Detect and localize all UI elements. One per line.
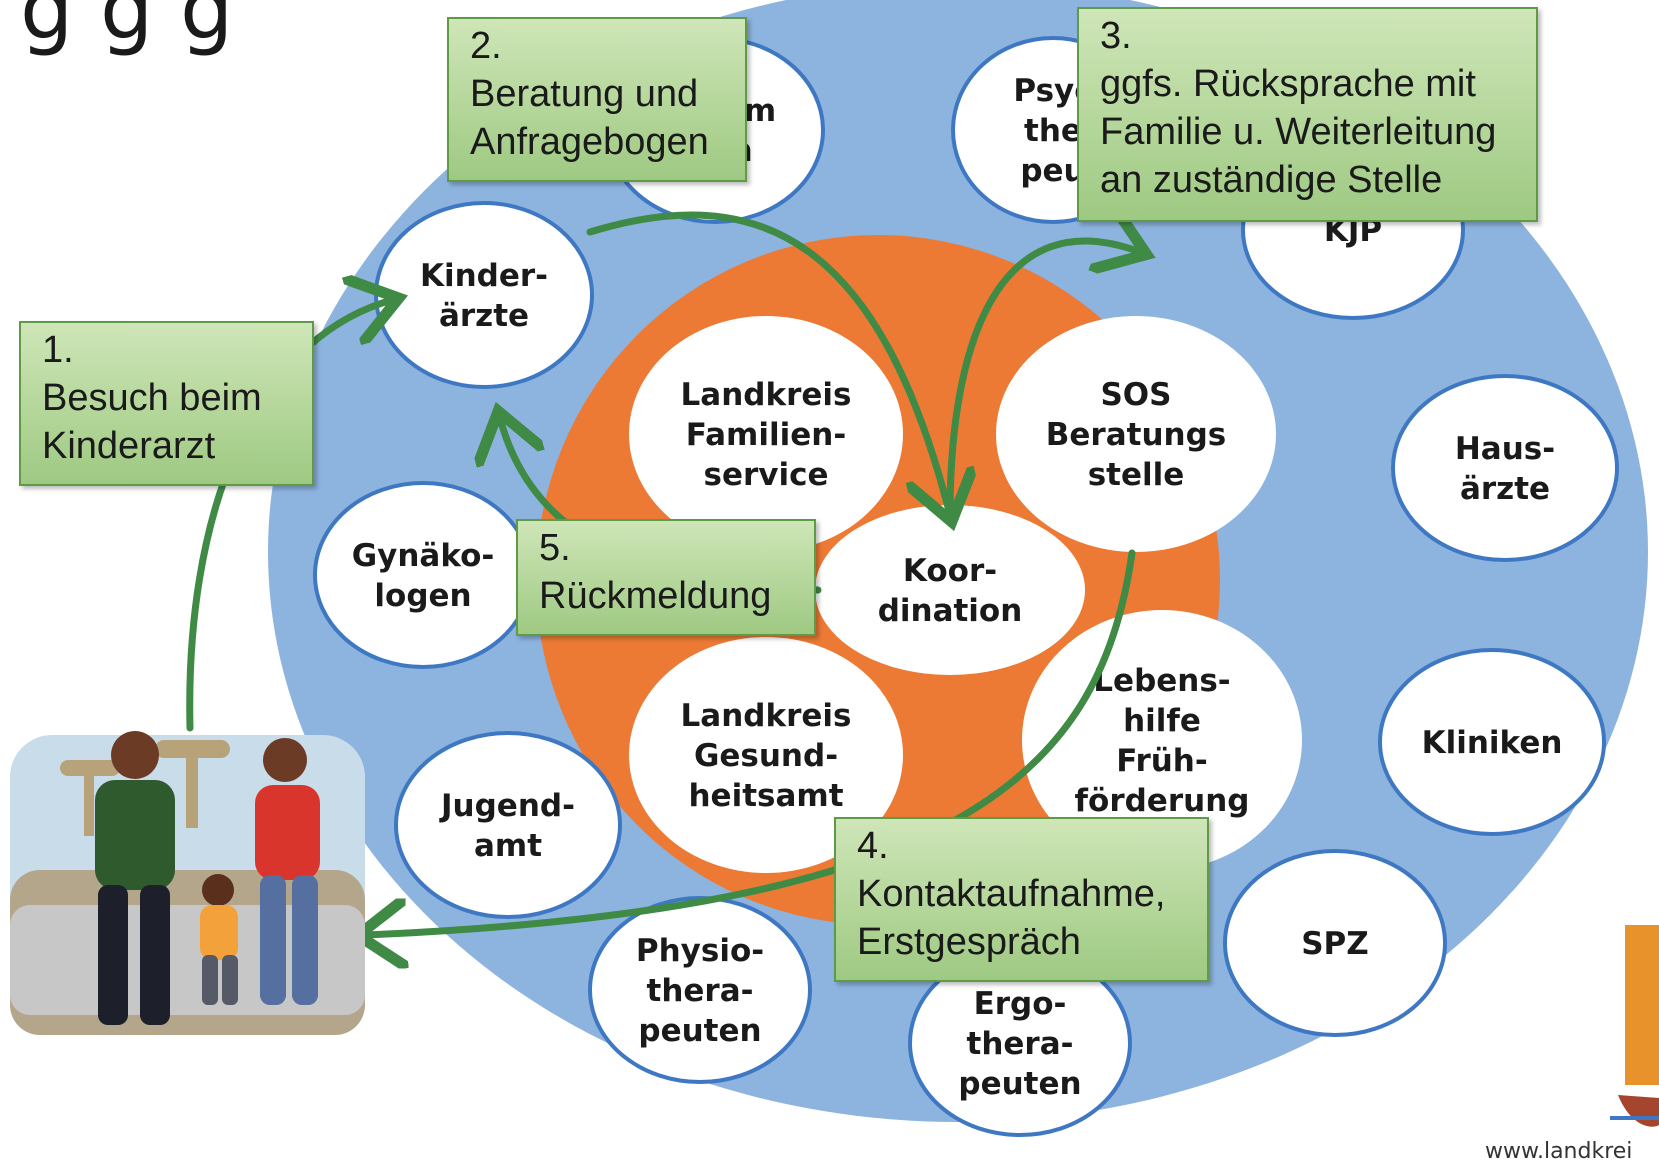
step-1-background [19,321,314,486]
node-label-familienservice: service [704,457,829,493]
node-shape-kinderaerzte [374,201,594,389]
node-label-sos: Beratungs [1046,417,1226,453]
step-5-text: 5. [539,527,571,569]
arrow-kinderaerzte-to-koordination [586,211,950,515]
step-3-text: an zuständige Stelle [1100,159,1442,201]
step-3-background [1077,7,1538,222]
step-5-background [516,519,816,636]
node-label-hausaerzte: ärzte [1460,471,1550,507]
node-label-ergotherapeuten: thera- [967,1026,1074,1062]
step-3-text: Familie u. Weiterleitung [1100,111,1496,153]
node-shape-jugendamt [394,731,622,919]
node-shape-gesundheitsamt [629,637,903,873]
node-label-familienservice: Landkreis [681,377,852,413]
node-label-gesundheitsamt: Landkreis [681,698,852,734]
node-label-lebenshilfe: Früh- [1116,743,1208,779]
node-shape-kliniken [1378,648,1606,836]
node-shape-sos [996,316,1276,552]
node-label-psychotherapeuten: peu [1020,153,1085,189]
node-shape-gynaekologen [313,481,533,669]
arrow-koordination-to-sos [946,241,1140,519]
outer-node-kliniken: Kliniken [1378,648,1606,836]
node-label-jugendamt: amt [474,828,542,864]
step-5-box: 5. Rückmeldung [516,519,816,636]
step-3-text: 3. [1100,15,1132,57]
family-illustration [10,731,365,1035]
node-shape-familienservice [629,316,903,552]
step-3-text: ggfs. Rücksprache mit [1100,63,1476,105]
node-label-physiotherapeuten: thera- [647,973,754,1009]
step-1-text: Besuch beim [42,377,262,419]
outer-node-gynaekologen: Gynäko-logen [313,481,533,669]
step-1-text: 1. [42,329,74,371]
node-label-physiotherapeuten: Physio- [636,933,764,969]
outer-node-physiotherapeuten: Physio-thera-peuten [588,896,812,1084]
step-5-text: Rückmeldung [539,575,771,617]
node-label-lebenshilfe: Lebens- [1093,663,1230,699]
node-label-gynaekologen: Gynäko- [352,538,495,574]
node-label-lebenshilfe: förderung [1075,783,1250,819]
footer-url: www.landkrei [1485,1139,1632,1164]
outer-node-hausaerzte: Haus-ärzte [1391,374,1619,562]
node-label-lebenshilfe: hilfe [1123,703,1201,739]
node-label-gynaekologen: logen [374,578,471,614]
sailboat-logo [1610,925,1659,1127]
step-4-text: Kontaktaufnahme, [857,873,1165,915]
node-label-ergotherapeuten: peuten [958,1066,1081,1102]
node-label-physiotherapeuten: peuten [638,1013,761,1049]
outer-node-kinderaerzte: Kinder-ärzte [374,201,594,389]
node-shape-lebenshilfe [1022,610,1302,870]
node-label-kinderaerzte: Kinder- [420,258,548,294]
step-4-background [834,817,1209,982]
outer-node-spz: SPZ [1223,849,1447,1037]
step-4-text: Erstgespräch [857,921,1081,963]
node-label-koordination: dination [878,593,1023,629]
step-4-text: 4. [857,825,889,867]
title-fragment: g g g [20,0,233,58]
node-shape-koordination [815,505,1085,675]
node-shape-physiotherapeuten [588,896,812,1084]
node-label-jugendamt: Jugend- [439,788,575,824]
node-shape-spz [1223,849,1447,1037]
step-2-text: Anfragebogen [470,121,709,163]
step-2-text: 2. [470,25,502,67]
step-2-background [447,17,747,182]
step-2-text: Beratung und [470,73,698,115]
node-label-koordination: Koor- [903,553,997,589]
node-label-psychotherapeuten: the [1024,113,1082,149]
step-1-text: Kinderarzt [42,425,216,467]
node-label-kliniken: Kliniken [1422,725,1563,761]
outer-node-ergotherapeuten: Ergo-thera-peuten [908,949,1132,1137]
node-label-gesundheitsamt: Gesund- [694,738,838,774]
node-label-spz: SPZ [1301,926,1369,962]
outer-node-jugendamt: Jugend-amt [394,731,622,919]
node-shape-hausaerzte [1391,374,1619,562]
inner-node-sos: SOS Beratungs stelle [996,316,1276,552]
node-label-gesundheitsamt: heitsamt [688,778,843,814]
node-label-kinderaerzte: ärzte [439,298,529,334]
inner-node-koordination: Koor-dination [815,505,1085,675]
node-label-sos: SOS [1100,377,1171,413]
node-label-ergotherapeuten: Ergo- [974,986,1067,1022]
step-4-box: 4. Kontaktaufnahme, Erstgespräch [834,817,1209,982]
node-label-sos: stelle [1088,457,1185,493]
node-label-hausaerzte: Haus- [1455,431,1555,467]
node-label-familienservice: Familien- [686,417,846,453]
